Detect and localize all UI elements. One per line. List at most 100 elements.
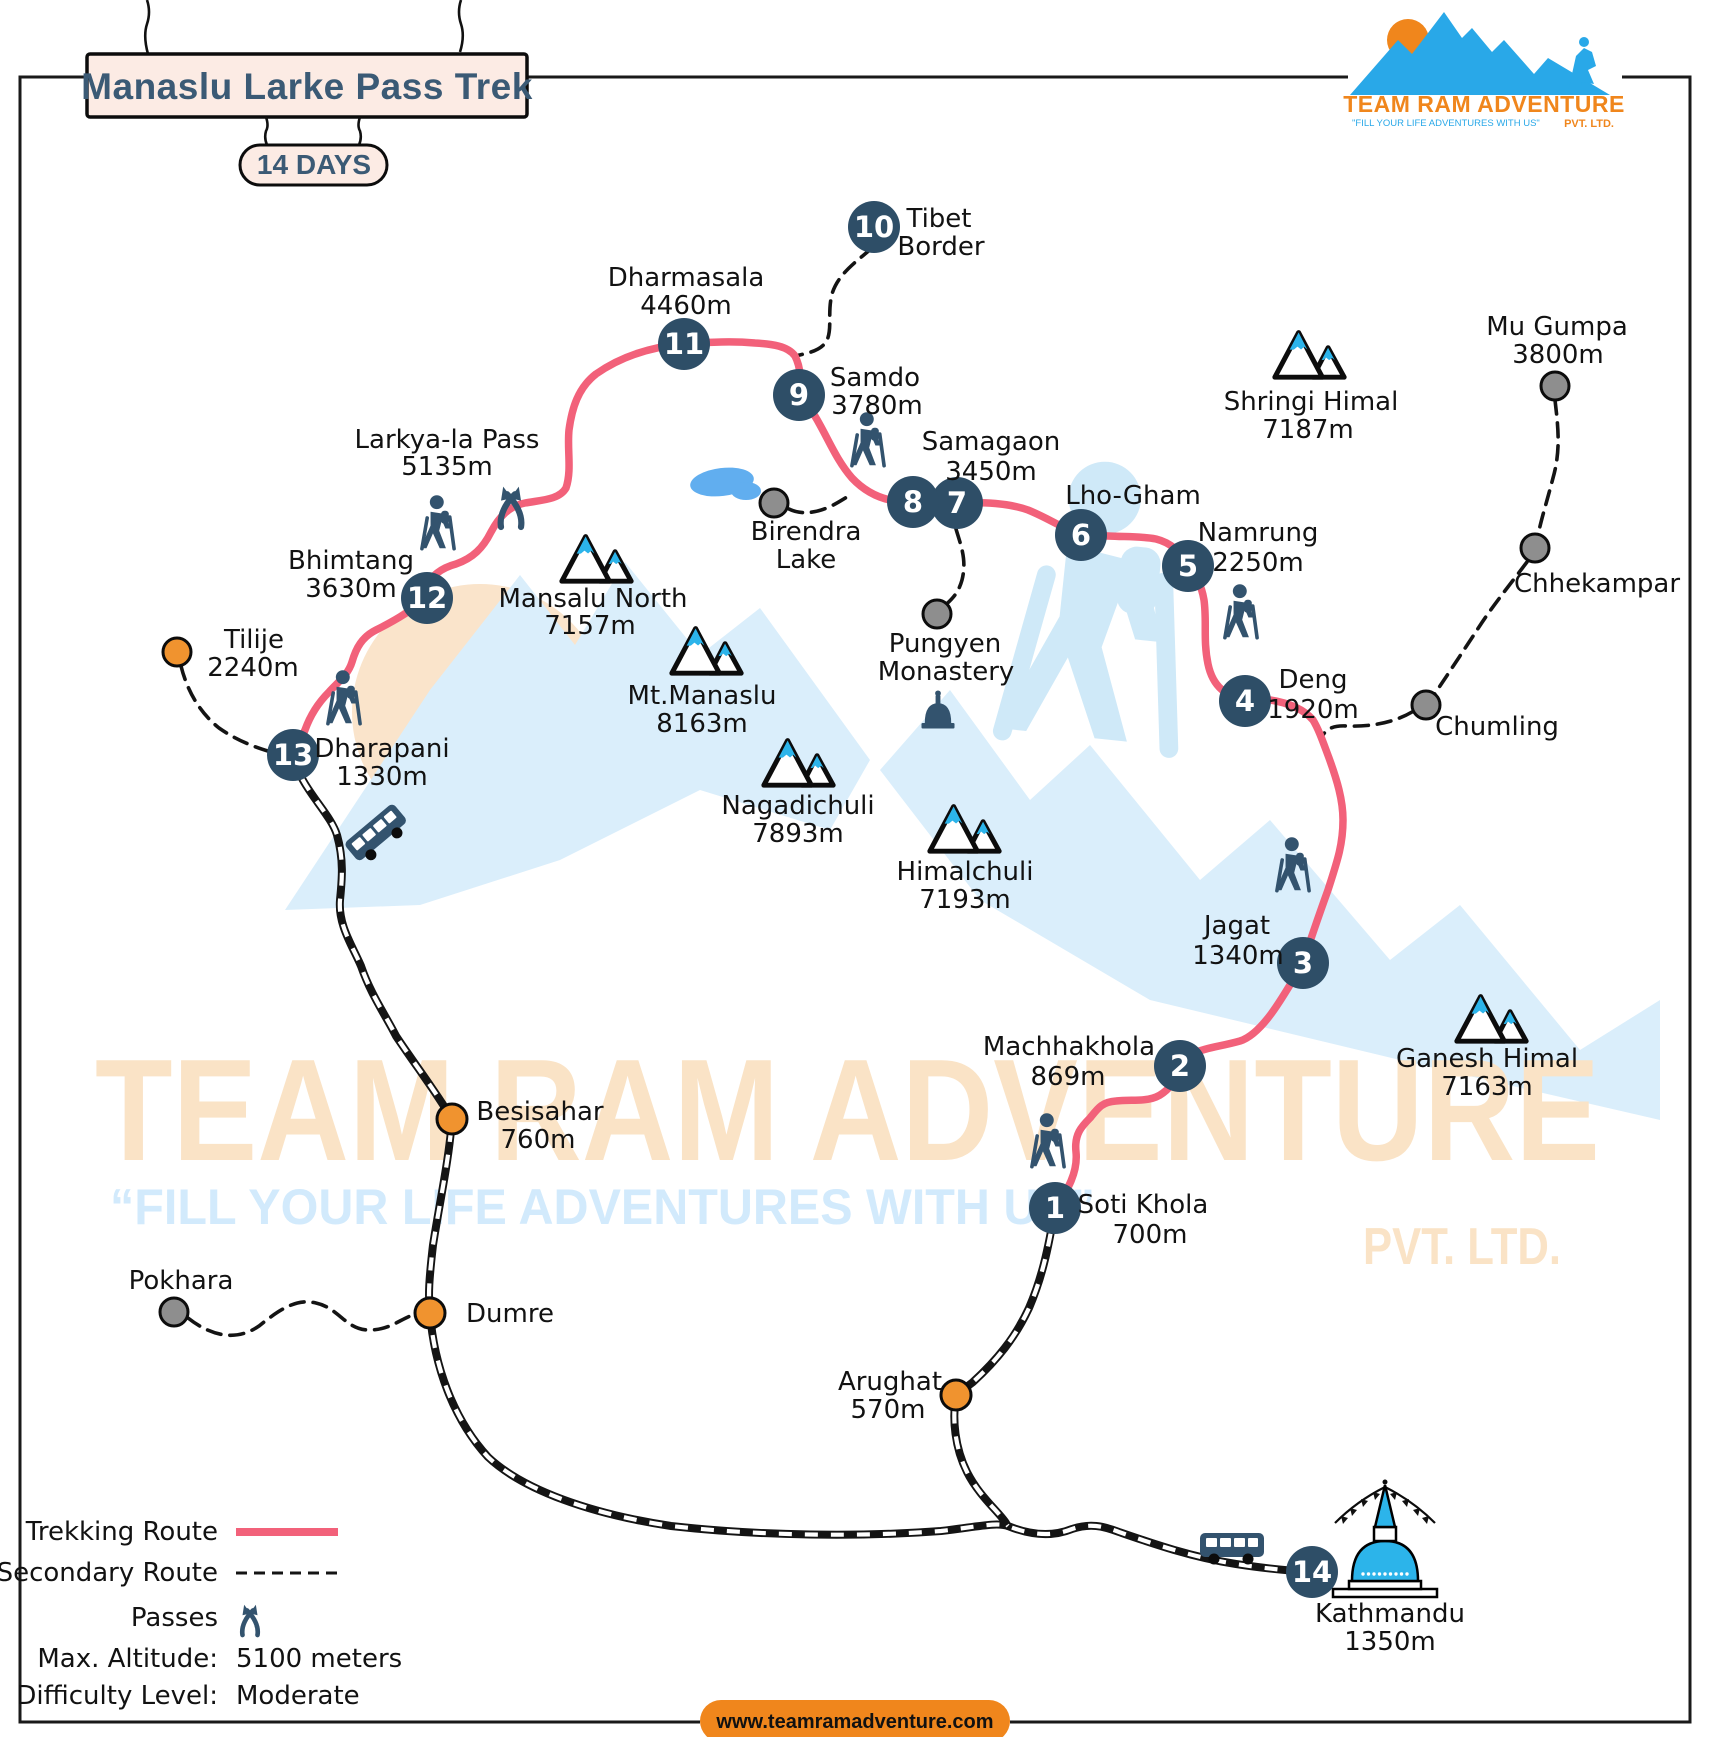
birendra-lake-shape [690, 467, 761, 500]
svg-text:7193m: 7193m [919, 885, 1011, 915]
svg-text:3: 3 [1293, 946, 1313, 980]
waypoint-markers: 1 2 3 4 5 6 7 8 9 10 11 12 13 14 [267, 201, 1338, 1598]
stupa-icon-kathmandu [1331, 1479, 1439, 1599]
watermark-tagline: “FILL YOUR LIFE ADVENTURES WITH US” [110, 1179, 1095, 1235]
pass-label: Larkya-la Pass 5135m [355, 425, 540, 482]
svg-text:Himalchuli: Himalchuli [897, 857, 1034, 887]
svg-text:Border: Border [897, 232, 984, 262]
svg-text:11: 11 [664, 327, 704, 361]
svg-text:Larkya-la Pass: Larkya-la Pass [355, 425, 540, 455]
svg-text:Pokhara: Pokhara [129, 1266, 234, 1296]
brand-logo: TEAM RAM ADVENTURE "FILL YOUR LIFE ADVEN… [1343, 12, 1625, 130]
waypoint-marker-8: 8 [887, 476, 939, 528]
svg-text:5135m: 5135m [401, 452, 493, 482]
svg-text:Lake: Lake [776, 545, 837, 575]
page-title: Manaslu Larke Pass Trek [81, 66, 533, 107]
dot-besisahar [435, 1102, 469, 1136]
svg-text:4: 4 [1235, 684, 1255, 718]
svg-text:Ganesh Himal: Ganesh Himal [1396, 1044, 1578, 1074]
mountain-icon-mansalu-north [562, 537, 631, 582]
label-samdo: Samdo [830, 363, 920, 393]
svg-text:7163m: 7163m [1441, 1072, 1533, 1102]
svg-text:4460m: 4460m [640, 291, 732, 321]
svg-text:2250m: 2250m [1212, 548, 1304, 578]
waypoint-marker-5: 5 [1162, 540, 1214, 592]
mountain-labels: Shringi Himal 7187m Mansalu North 7157m … [498, 387, 1578, 1102]
legend-altitude-value: 5100 meters [236, 1644, 402, 1674]
svg-text:Chumling: Chumling [1435, 712, 1559, 742]
waypoint-marker-12: 12 [401, 572, 453, 624]
svg-text:Nagadichuli: Nagadichuli [721, 791, 874, 821]
legend-trekking-label: Trekking Route [25, 1517, 218, 1547]
gray-stop-dots [158, 370, 1571, 1328]
svg-text:869m: 869m [1031, 1062, 1106, 1092]
waypoint-marker-9: 9 [773, 369, 825, 421]
legend-secondary-label: Secondary Route [0, 1558, 218, 1588]
svg-text:3630m: 3630m [305, 574, 397, 604]
website-pill[interactable] [700, 1700, 1010, 1737]
waypoint-marker-11: 11 [658, 318, 710, 370]
dot-pungyen [921, 598, 953, 630]
watermark-brand: TEAM RAM ADVENTURE [95, 1029, 1600, 1191]
svg-text:Shringi Himal: Shringi Himal [1224, 387, 1399, 417]
svg-text:14: 14 [1292, 1555, 1332, 1589]
svg-text:8163m: 8163m [656, 709, 748, 739]
legend-passes-label: Passes [131, 1603, 218, 1633]
svg-text:5: 5 [1178, 549, 1198, 583]
svg-text:Dumre: Dumre [466, 1299, 554, 1329]
label-dharmasala: Dharmasala [608, 263, 765, 293]
waypoint-marker-7: 7 [931, 477, 983, 529]
waypoint-marker-1: 1 [1029, 1182, 1081, 1234]
svg-text:7: 7 [947, 486, 967, 520]
place-labels: Mu Gumpa 3800m Chhekampar Chumling Biren… [129, 312, 1681, 1425]
svg-text:Arughat: Arughat [838, 1367, 942, 1397]
legend-pass-icon [242, 1605, 258, 1635]
mountain-icon-shringi-himal [1275, 333, 1344, 378]
logo-climber-icon [1568, 48, 1596, 95]
dot-chumling [1410, 689, 1442, 721]
svg-text:7157m: 7157m [544, 611, 636, 641]
label-machhakhola: Machhakhola [983, 1032, 1155, 1062]
road-route-dharapani-kathmandu [289, 751, 1316, 1576]
svg-text:Pungyen: Pungyen [889, 629, 1002, 659]
waypoint-marker-10: 10 [848, 201, 900, 253]
svg-text:2: 2 [1170, 1049, 1190, 1083]
svg-text:1340m: 1340m [1192, 941, 1284, 971]
label-namrung: Namrung [1198, 518, 1319, 548]
duration-badge: 14 DAYS [257, 149, 371, 180]
orange-stop-dots [161, 636, 973, 1412]
svg-text:570m: 570m [851, 1395, 926, 1425]
waypoint-marker-6: 6 [1055, 509, 1107, 561]
svg-text:760m: 760m [501, 1125, 576, 1155]
dot-chhekampar [1519, 532, 1551, 564]
road-route-sotikhola-arughat [950, 1204, 1059, 1530]
waypoint-marker-13: 13 [267, 729, 319, 781]
logo-brand-text: TEAM RAM ADVENTURE [1343, 91, 1625, 117]
svg-text:2240m: 2240m [207, 653, 299, 683]
legend: Trekking Route Secondary Route Passes Ma… [0, 1517, 402, 1711]
website-url[interactable]: www.teamramadventure.com [715, 1711, 993, 1733]
label-dharapani: Dharapani [314, 734, 449, 764]
logo-mountains-icon [1350, 12, 1610, 95]
label-deng: Deng [1279, 665, 1348, 695]
svg-text:1920m: 1920m [1267, 695, 1359, 725]
map-frame [18, 75, 1692, 1724]
svg-text:Besisahar: Besisahar [476, 1097, 603, 1127]
svg-text:9: 9 [789, 378, 809, 412]
svg-text:Chhekampar: Chhekampar [1514, 569, 1680, 599]
svg-text:12: 12 [407, 581, 447, 615]
svg-text:Tilije: Tilije [223, 625, 284, 655]
svg-text:Monastery: Monastery [878, 657, 1015, 687]
label-lho-gham: Lho-Gham [1065, 481, 1201, 511]
label-kathmandu: Kathmandu [1315, 1599, 1465, 1629]
dot-tilije [161, 636, 193, 668]
svg-text:7893m: 7893m [752, 819, 844, 849]
waypoint-labels: Soti Khola 700m Machhakhola 869m Jagat 1… [288, 204, 1465, 1657]
waypoint-marker-4: 4 [1219, 675, 1271, 727]
svg-text:3780m: 3780m [831, 391, 923, 421]
svg-text:10: 10 [854, 210, 894, 244]
svg-text:Mansalu North: Mansalu North [498, 584, 687, 614]
svg-text:13: 13 [273, 738, 313, 772]
legend-difficulty-label: Difficulty Level: [16, 1681, 218, 1711]
